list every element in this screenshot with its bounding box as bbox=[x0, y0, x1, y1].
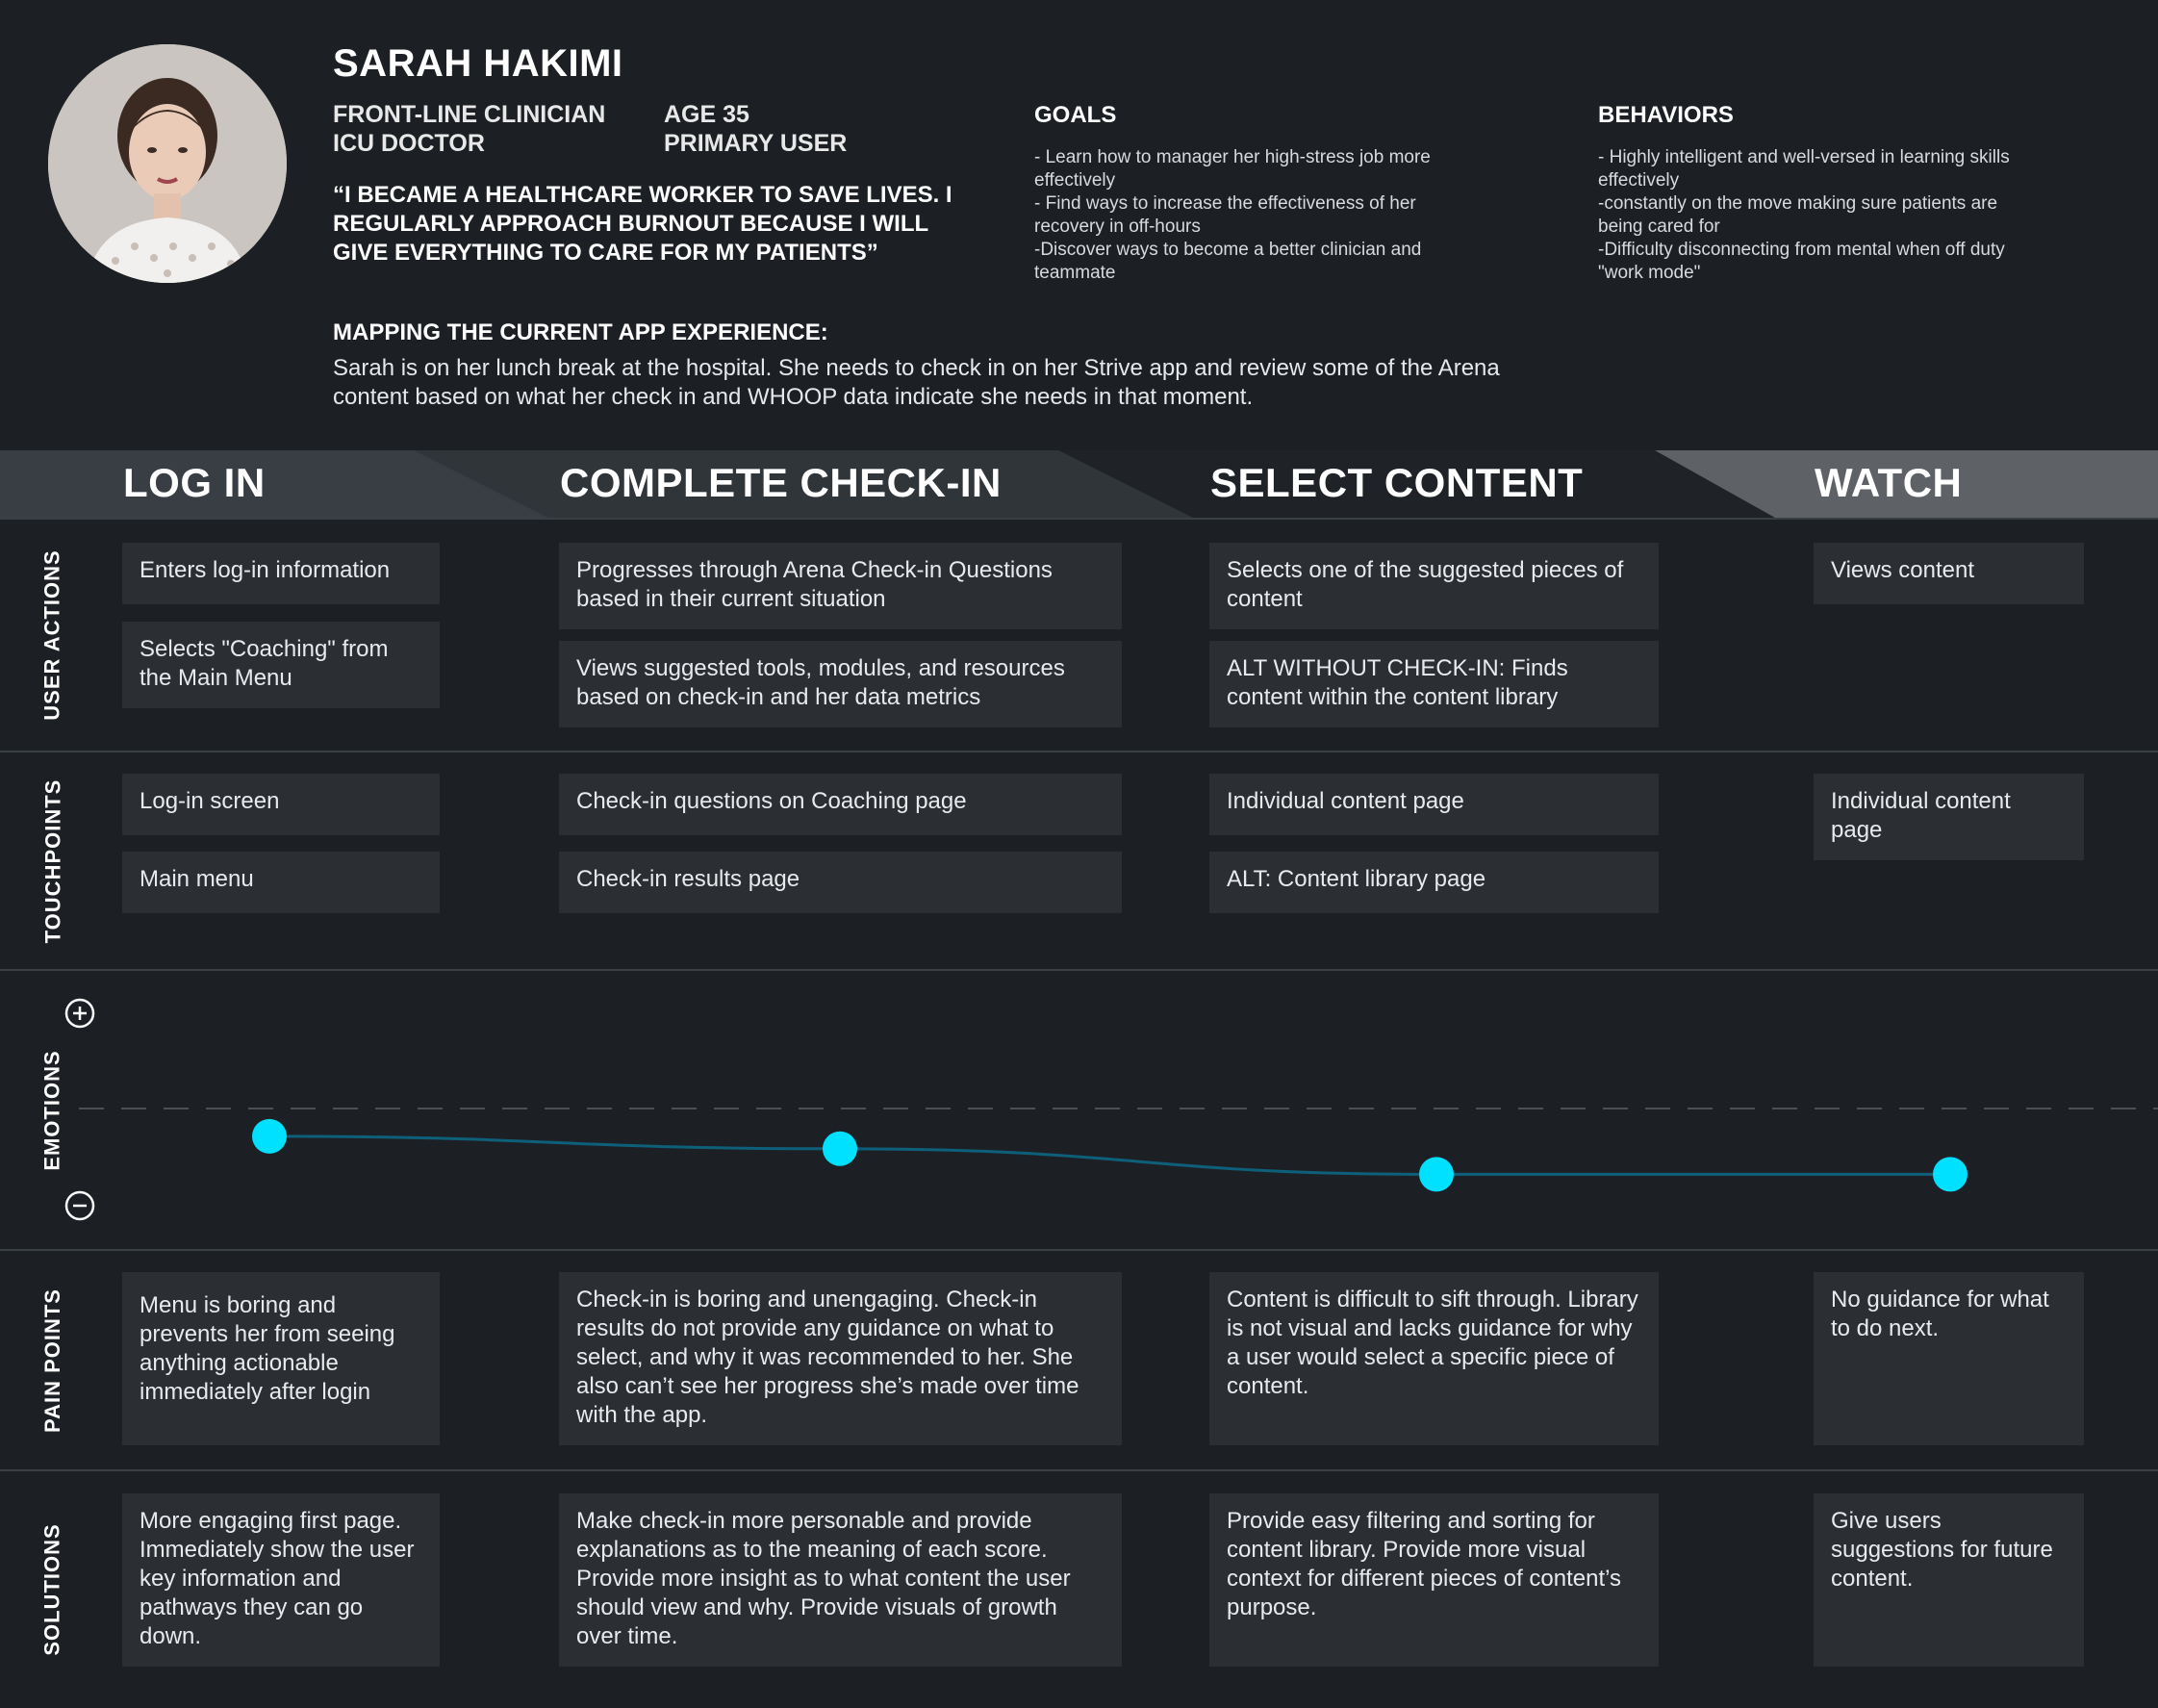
row-divider bbox=[0, 751, 2158, 752]
persona-photo bbox=[48, 44, 287, 283]
behaviors-list: - Highly intelligent and well-versed in … bbox=[1598, 146, 2021, 285]
pain-point-card: No guidance for what to do next. bbox=[1814, 1272, 2084, 1445]
behavior-item: -Difficulty disconnecting from mental wh… bbox=[1598, 240, 2005, 283]
row-label-pain-points: PAIN POINTS bbox=[40, 1287, 65, 1433]
goal-item: -Discover ways to become a better clinic… bbox=[1034, 240, 1422, 283]
persona-role-line1: FRONT-LINE CLINICIAN bbox=[333, 101, 606, 128]
user-action-card: Enters log-in information bbox=[122, 543, 440, 604]
pain-point-card: Check-in is boring and unengaging. Check… bbox=[559, 1272, 1122, 1445]
pain-point-card: Content is difficult to sift through. Li… bbox=[1209, 1272, 1659, 1445]
phase-login: LOG IN bbox=[123, 460, 266, 505]
plus-circle-icon bbox=[63, 997, 96, 1030]
user-action-card: Views content bbox=[1814, 543, 2084, 604]
mapping-description: Sarah is on her lunch break at the hospi… bbox=[333, 355, 1500, 410]
solution-card: Provide easy filtering and sorting for c… bbox=[1209, 1493, 1659, 1667]
solution-card: Give users suggestions for future conten… bbox=[1814, 1493, 2084, 1667]
emotion-point bbox=[823, 1131, 857, 1166]
mapping-heading: MAPPING THE CURRENT APP EXPERIENCE: bbox=[333, 319, 828, 345]
emotion-point bbox=[1419, 1157, 1454, 1192]
solution-card: Make check-in more personable and provid… bbox=[559, 1493, 1122, 1667]
phase-checkin: COMPLETE CHECK-IN bbox=[560, 460, 1002, 505]
behaviors-heading: BEHAVIORS bbox=[1598, 102, 1734, 128]
row-divider bbox=[0, 1469, 2158, 1471]
persona-role-line2: ICU DOCTOR bbox=[333, 130, 485, 157]
row-label-touchpoints: TOUCHPOINTS bbox=[40, 778, 64, 943]
user-action-card: Selects "Coaching" from the Main Menu bbox=[122, 622, 440, 708]
goals-heading: GOALS bbox=[1034, 102, 1117, 128]
persona-user-type: PRIMARY USER bbox=[664, 130, 848, 157]
phase-watch: WATCH bbox=[1815, 460, 1963, 505]
goal-item: - Learn how to manager her high-stress j… bbox=[1034, 147, 1431, 191]
goals-list: - Learn how to manager her high-stress j… bbox=[1034, 146, 1438, 285]
touchpoint-card: Main menu bbox=[122, 852, 440, 913]
touchpoint-card: Log-in screen bbox=[122, 774, 440, 835]
touchpoint-card: Check-in results page bbox=[559, 852, 1122, 913]
persona-quote: “I BECAME A HEALTHCARE WORKER TO SAVE LI… bbox=[333, 182, 952, 266]
solution-card: More engaging first page. Immediately sh… bbox=[122, 1493, 440, 1667]
user-action-card: ALT WITHOUT CHECK-IN: Finds content with… bbox=[1209, 641, 1659, 727]
emotion-curve-area bbox=[79, 1108, 2158, 1192]
emotion-point bbox=[252, 1118, 287, 1154]
persona-name: SARAH HAKIMI bbox=[333, 42, 623, 85]
emotion-point bbox=[1933, 1157, 1968, 1192]
phase-bar bbox=[0, 450, 2158, 518]
row-label-solutions: SOLUTIONS bbox=[40, 1523, 64, 1656]
touchpoint-card: Individual content page bbox=[1814, 774, 2084, 860]
user-action-card: Views suggested tools, modules, and reso… bbox=[559, 641, 1122, 727]
persona-age: AGE 35 bbox=[664, 101, 749, 128]
user-action-card: Selects one of the suggested pieces of c… bbox=[1209, 543, 1659, 629]
behavior-item: -constantly on the move making sure pati… bbox=[1598, 193, 1998, 237]
emotion-line bbox=[268, 1134, 1950, 1176]
pain-point-card: Menu is boring and prevents her from see… bbox=[122, 1272, 440, 1445]
user-action-card: Progresses through Arena Check-in Questi… bbox=[559, 543, 1122, 629]
behavior-item: - Highly intelligent and well-versed in … bbox=[1598, 147, 2010, 191]
row-divider bbox=[0, 518, 2158, 520]
row-divider bbox=[0, 1249, 2158, 1251]
row-divider bbox=[0, 969, 2158, 971]
touchpoint-card: Check-in questions on Coaching page bbox=[559, 774, 1122, 835]
touchpoint-card: ALT: Content library page bbox=[1209, 852, 1659, 913]
row-label-user-actions: USER ACTIONS bbox=[40, 549, 65, 721]
phase-select-content: SELECT CONTENT bbox=[1210, 460, 1584, 505]
touchpoint-card: Individual content page bbox=[1209, 774, 1659, 835]
goal-item: - Find ways to increase the effectivenes… bbox=[1034, 193, 1416, 237]
minus-circle-icon bbox=[63, 1189, 96, 1222]
